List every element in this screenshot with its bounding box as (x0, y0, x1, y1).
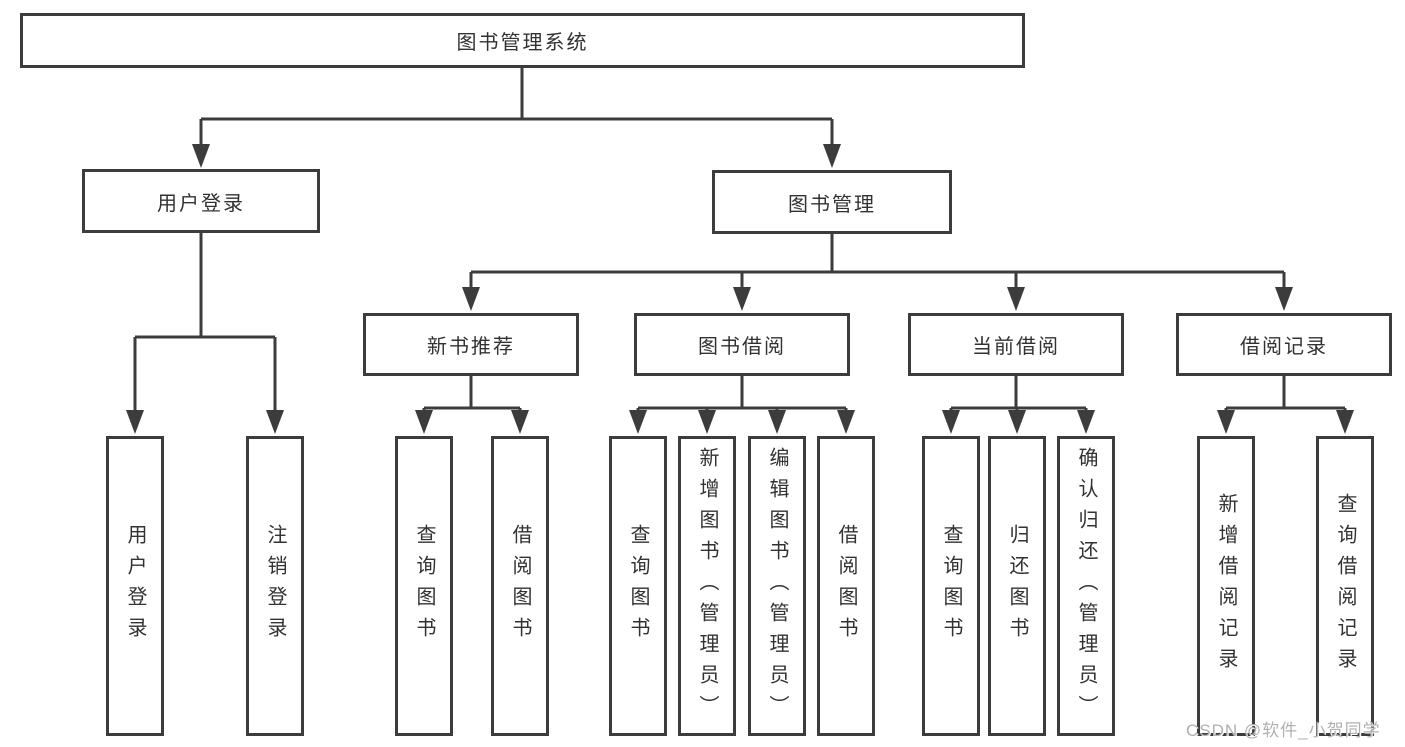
node-current-borrowing: 当前借阅 (908, 313, 1124, 376)
leaf-query-borrow-record: 查询借阅记录 (1316, 436, 1374, 736)
arrow-down-icon (266, 410, 284, 434)
arrow-down-icon (1008, 410, 1026, 434)
arrow-down-icon (1007, 287, 1025, 311)
node-book-borrowing: 图书借阅 (634, 313, 850, 376)
leaf-user-login: 用户登录 (106, 436, 164, 736)
connector-root-to-level2 (199, 68, 834, 147)
connector-borrow-record-to-leaves (1224, 376, 1347, 413)
arrow-down-icon (192, 144, 210, 168)
connector-user-login-to-leaves (133, 233, 277, 413)
arrow-down-icon (1077, 410, 1095, 434)
leaf-confirm-return-admin: 确认归还（管理员） (1057, 436, 1115, 736)
connector-book-mgmt-to-level3 (469, 234, 1286, 289)
leaf-add-books-admin: 新增图书（管理员） (678, 436, 736, 736)
node-library-management-system: 图书管理系统 (20, 13, 1025, 68)
arrow-down-icon (629, 410, 647, 434)
node-book-management: 图书管理 (712, 170, 952, 234)
leaf-logout: 注销登录 (246, 436, 304, 736)
node-user-login: 用户登录 (82, 169, 320, 233)
leaf-query-books-borrowing: 查询图书 (609, 436, 667, 736)
leaf-query-books-current: 查询图书 (922, 436, 980, 736)
arrow-down-icon (733, 287, 751, 311)
connector-book-borrow-to-leaves (636, 376, 848, 413)
arrow-down-icon (1275, 287, 1293, 311)
arrow-down-icon (126, 410, 144, 434)
arrow-down-icon (768, 410, 786, 434)
leaf-edit-books-admin: 编辑图书（管理员） (748, 436, 806, 736)
arrow-down-icon (511, 410, 529, 434)
arrow-down-icon (942, 410, 960, 434)
arrow-down-icon (1217, 410, 1235, 434)
arrow-down-icon (415, 410, 433, 434)
connector-current-borrow-to-leaves (949, 376, 1088, 413)
arrow-down-icon (823, 144, 841, 168)
arrow-down-icon (837, 410, 855, 434)
arrow-down-icon (698, 410, 716, 434)
node-borrowing-records: 借阅记录 (1176, 313, 1392, 376)
leaf-borrow-books: 借阅图书 (817, 436, 875, 736)
leaf-add-borrow-record: 新增借阅记录 (1197, 436, 1255, 736)
arrow-down-icon (462, 287, 480, 311)
node-new-book-recommend: 新书推荐 (363, 313, 579, 376)
csdn-watermark: CSDN @软件_小贺同学 (1186, 721, 1381, 740)
leaf-return-books: 归还图书 (988, 436, 1046, 736)
connector-new-book-to-leaves (422, 376, 522, 413)
leaf-borrow-books-recommend: 借阅图书 (491, 436, 549, 736)
arrow-down-icon (1336, 410, 1354, 434)
leaf-query-books-recommend: 查询图书 (395, 436, 453, 736)
